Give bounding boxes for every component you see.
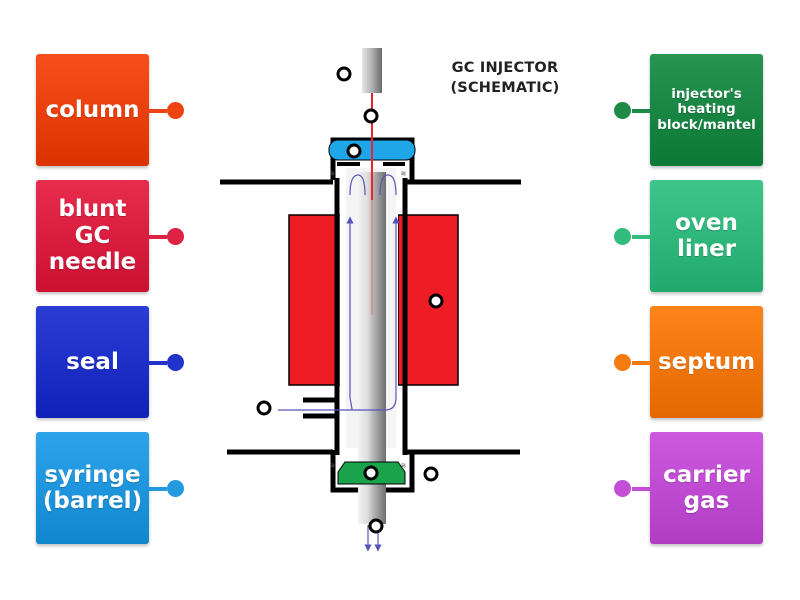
label-connector xyxy=(632,235,650,239)
diagram-title: GC INJECTOR (SCHEMATIC) xyxy=(430,59,580,98)
label-text: (barrel) xyxy=(42,488,143,514)
hotspot-marker[interactable] xyxy=(363,108,379,124)
label-connector xyxy=(149,487,167,491)
drag-handle-dot[interactable] xyxy=(167,228,184,245)
label-text: carrier xyxy=(663,461,750,488)
drag-handle-dot[interactable] xyxy=(167,102,184,119)
label-text: gas xyxy=(683,488,730,514)
label-text: GC xyxy=(74,222,111,249)
hotspot-marker[interactable] xyxy=(336,66,352,82)
label-text: blunt xyxy=(58,196,127,223)
spring-glyph: ≋ xyxy=(330,169,335,178)
hotspot-marker[interactable] xyxy=(346,143,362,159)
label-connector xyxy=(149,361,167,365)
label-text: column xyxy=(45,96,140,123)
label-syringe-barrel[interactable]: syringe (barrel) xyxy=(36,432,149,544)
hotspot-marker[interactable] xyxy=(428,293,444,309)
heating-block-left xyxy=(288,214,340,386)
hotspot-marker[interactable] xyxy=(363,465,379,481)
hotspot-marker[interactable] xyxy=(256,400,272,416)
label-text: injector's xyxy=(671,85,742,102)
drag-handle-dot[interactable] xyxy=(614,480,631,497)
label-text: oven xyxy=(675,209,738,236)
drag-handle-dot[interactable] xyxy=(614,228,631,245)
hotspot-marker[interactable] xyxy=(423,466,439,482)
label-carrier-gas[interactable]: carrier gas xyxy=(650,432,763,544)
label-oven-liner[interactable]: oven liner xyxy=(650,180,763,292)
drag-handle-dot[interactable] xyxy=(167,354,184,371)
syringe-barrel xyxy=(362,48,382,93)
label-heating-block-mantel[interactable]: injector's heating block/mantel xyxy=(650,54,763,166)
label-connector xyxy=(632,487,650,491)
carrier-gas-flow-arrows xyxy=(278,174,400,552)
label-seal[interactable]: seal xyxy=(36,306,149,418)
label-text: block/mantel xyxy=(657,116,756,133)
label-text: seal xyxy=(66,348,119,375)
hotspot-targets[interactable] xyxy=(256,66,444,534)
label-connector xyxy=(149,235,167,239)
title-line-2: (SCHEMATIC) xyxy=(450,79,560,96)
label-text: liner xyxy=(676,236,737,262)
label-text: syringe xyxy=(44,461,141,488)
spring-glyph: ≋ xyxy=(330,461,335,470)
spring-glyph: ≋ xyxy=(401,169,406,178)
label-text: septum xyxy=(657,348,756,375)
label-connector xyxy=(149,109,167,113)
label-septum[interactable]: septum xyxy=(650,306,763,418)
title-line-1: GC INJECTOR xyxy=(451,60,559,76)
hotspot-marker[interactable] xyxy=(368,518,384,534)
drag-handle-dot[interactable] xyxy=(167,480,184,497)
label-text: heating xyxy=(677,101,736,118)
label-blunt-gc-needle[interactable]: blunt GC needle xyxy=(36,180,149,292)
drag-handle-dot[interactable] xyxy=(614,102,631,119)
heating-block-right xyxy=(397,214,459,386)
label-text: needle xyxy=(48,249,137,276)
drag-handle-dot[interactable] xyxy=(614,354,631,371)
label-column[interactable]: column xyxy=(36,54,149,166)
label-connector xyxy=(632,109,650,113)
spring-glyph: ≋ xyxy=(401,461,406,470)
label-connector xyxy=(632,361,650,365)
